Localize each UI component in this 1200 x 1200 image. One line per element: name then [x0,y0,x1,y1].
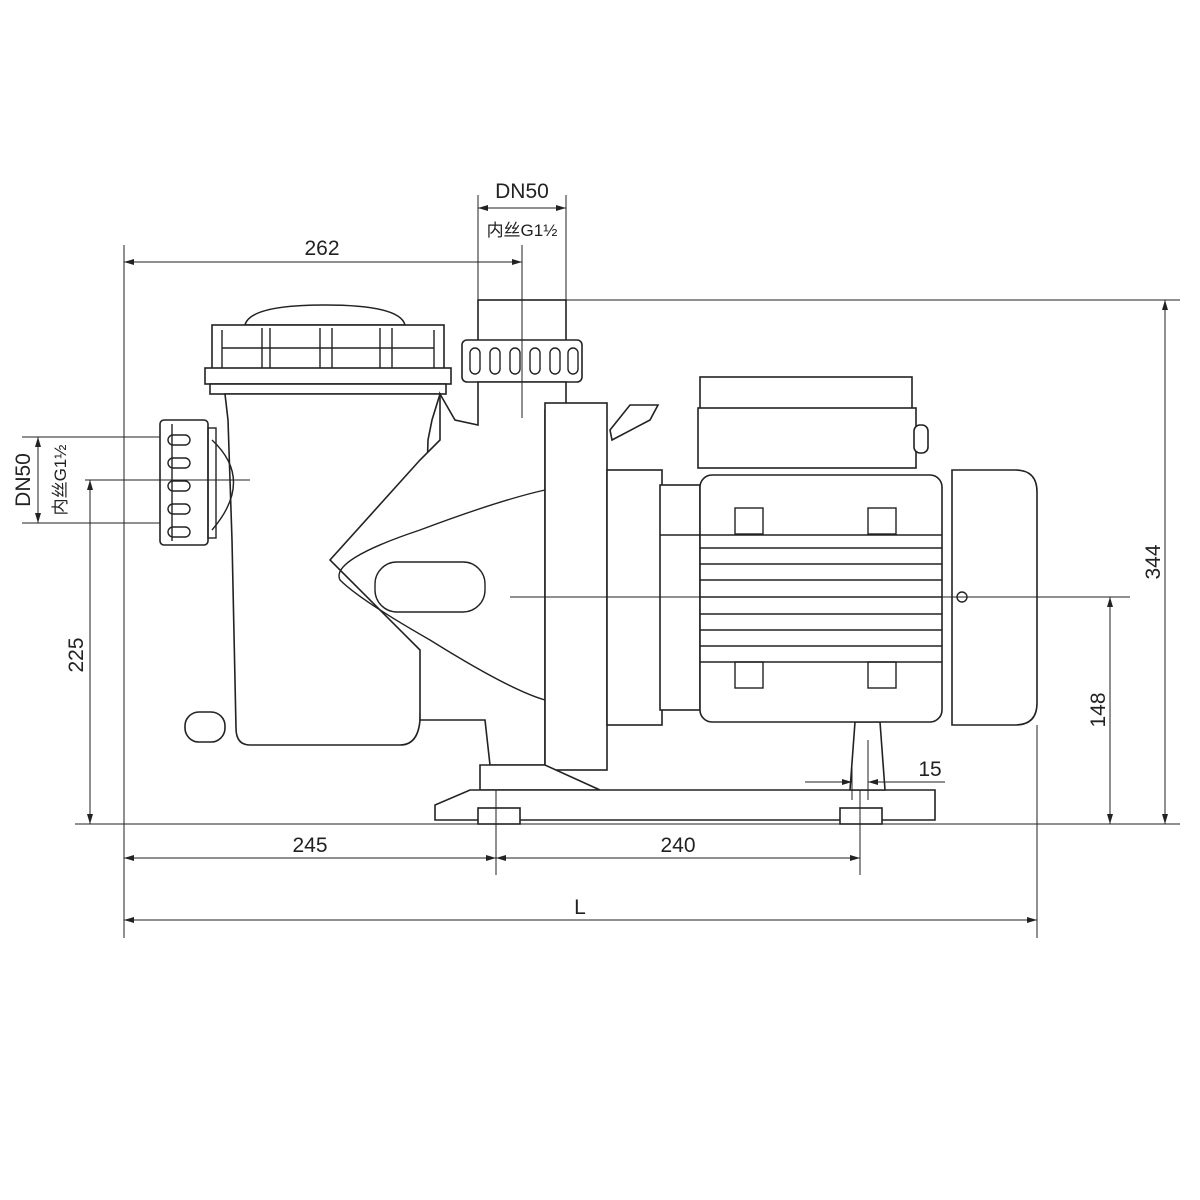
side-port-size-label: DN50 [12,453,35,507]
strainer-cap [243,304,407,326]
dim-148-label: 148 [1087,692,1110,727]
side-port-thread-label: 内丝G1½ [51,445,70,516]
terminal-box-lid [699,376,913,412]
top-port-thread-label: 内丝G1½ [487,221,558,240]
base-plate [434,789,936,821]
drain-plug [184,711,226,743]
dim-240-label: 240 [660,834,695,857]
dim-262-label: 262 [304,237,339,260]
terminal-box [697,407,917,469]
dim-15-label: 15 [918,758,941,781]
dim-344-label: 344 [1142,544,1165,579]
motor-body [699,474,943,723]
dim-245-label: 245 [292,834,327,857]
volute-slot [374,561,486,613]
dim-length-label: L [574,896,586,919]
pump-outline [159,299,1038,825]
dimension-lines [35,205,1168,923]
pump-flange [544,402,608,771]
top-port-size-label: DN50 [495,180,549,203]
dim-225-label: 225 [65,637,88,672]
inlet-union [159,419,209,546]
